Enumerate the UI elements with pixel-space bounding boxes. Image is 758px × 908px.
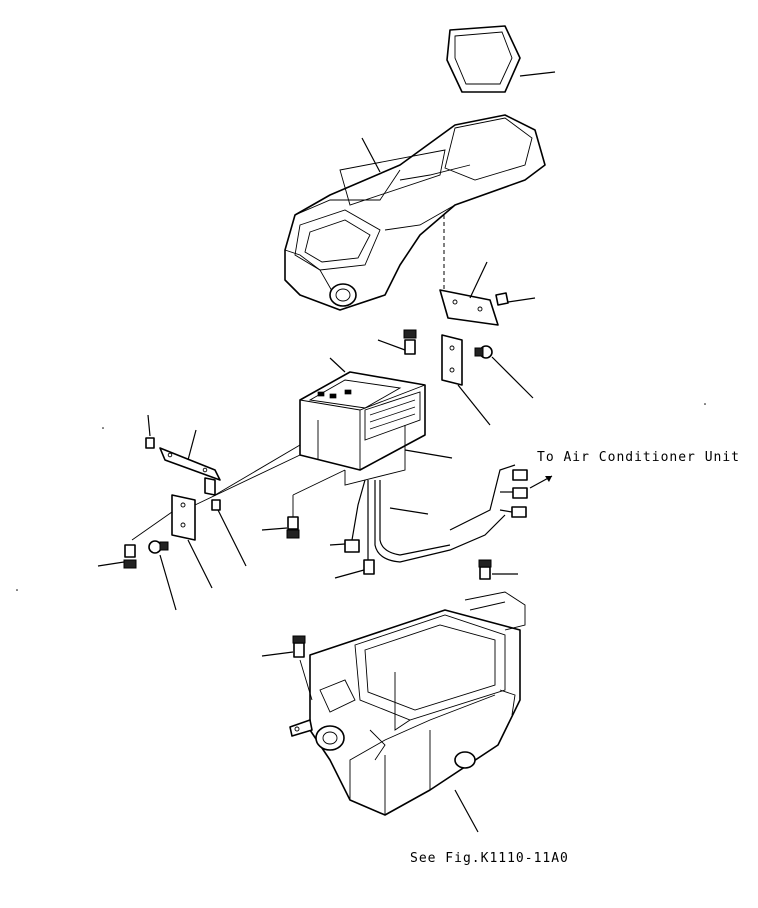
air-conditioner-unit-label: To Air Conditioner Unit [537,450,741,465]
switch-panel-unit [299,371,426,486]
leader-line [261,651,294,657]
wiring-harness [344,464,528,575]
leader-line [329,357,346,373]
screw [474,345,493,359]
leader-line [261,527,288,531]
screw-lower-left [148,540,169,554]
bolt [403,329,417,355]
leader-line [507,297,536,303]
bolt-mid [286,516,300,539]
bolt-base-left [292,635,306,658]
leader-line [389,507,429,515]
clip-part [495,292,509,306]
leader-line [217,509,247,567]
cup-holder-tray [446,25,521,93]
leader-line [187,429,197,461]
leader-line [491,356,534,399]
stray-dot [102,427,104,429]
bolt-right [478,559,492,580]
console-cover [284,114,546,311]
leader-line [329,543,346,546]
leader-line [377,339,406,351]
leader-line [404,449,453,459]
assembly-line [131,511,173,541]
leader-line [469,261,488,299]
leader-line [97,561,125,567]
bolt-lower-left [123,544,137,569]
left-vertical-bracket [171,494,196,541]
small-screw [145,437,155,449]
arrow-to-air-conditioner [529,475,553,489]
stray-dot [704,403,706,405]
leader-line [159,554,177,611]
leader-line [147,414,151,437]
assembly-line [292,469,346,496]
assembly-line [194,454,301,506]
clip-part-left [211,499,221,511]
leader-line [334,569,365,579]
assembly-line [299,659,313,701]
assembly-line [214,444,301,496]
vertical-bracket-right [441,334,463,386]
left-mounting-bracket [159,447,221,496]
see-figure-reference-label: See Fig.K1110-11A0 [410,851,569,866]
stray-dot [16,589,18,591]
console-base-frame [289,591,526,816]
leader-line [454,789,479,833]
leader-line [187,539,213,589]
leader-line [519,71,556,77]
leader-line [361,137,381,173]
upper-bracket [439,289,499,326]
leader-line [457,384,491,426]
